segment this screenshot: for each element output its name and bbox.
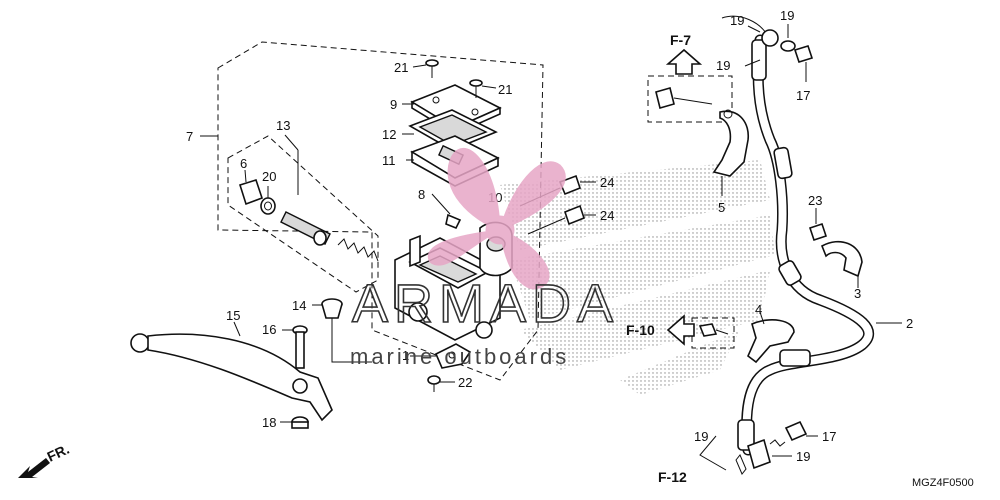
callout-16: 16 [262, 322, 276, 337]
watermark-tagline: marine outboards [350, 344, 569, 369]
circlip[interactable] [260, 197, 276, 215]
callout-1: 1 [402, 348, 409, 363]
spring[interactable] [337, 238, 379, 262]
callout-19-top-left: 19 [730, 13, 744, 28]
callout-6: 6 [240, 156, 247, 171]
hose-guide[interactable] [820, 240, 863, 278]
watermark-brand: ARMADA [352, 274, 619, 334]
hose-clamp[interactable] [712, 109, 749, 177]
watermark: ARMADA marine outboards [350, 148, 619, 369]
callout-19-lower-left: 19 [694, 429, 708, 444]
clamp-bolt[interactable] [655, 87, 713, 109]
guide-bolt[interactable] [808, 222, 828, 242]
joint-bolt[interactable] [698, 323, 729, 337]
callout-13: 13 [276, 118, 290, 133]
front-label: FR. [45, 441, 72, 465]
callout-17-bottom: 17 [822, 429, 836, 444]
brake-hose[interactable] [737, 34, 874, 456]
diagram-code: MGZ4F0500 [912, 477, 974, 489]
callout-3: 3 [854, 286, 861, 301]
banjo-fitting-top[interactable] [761, 29, 796, 52]
callout-22: 22 [458, 375, 472, 390]
callout-11: 11 [382, 153, 396, 168]
callout-20: 20 [262, 169, 276, 184]
callout-12: 12 [382, 127, 396, 142]
arrow-left-f10 [666, 314, 695, 346]
callout-14: 14 [292, 298, 306, 313]
retaining-clip[interactable] [445, 213, 462, 230]
piston[interactable] [280, 211, 331, 246]
callout-2: 2 [906, 316, 913, 331]
callout-19-bottom: 19 [796, 449, 810, 464]
joint-bolt-box [691, 317, 735, 349]
ref-f10: F-10 [626, 322, 655, 338]
ref-f12: F-12 [658, 469, 687, 485]
boot[interactable] [238, 179, 264, 206]
callout-21-right: 21 [498, 82, 512, 97]
banjo-bolt-top[interactable] [793, 45, 814, 82]
watermark-propeller-icon [427, 148, 566, 290]
clamp-bolt-box [647, 75, 733, 123]
cap-screw-left[interactable] [425, 59, 439, 78]
callout-19-mid: 19 [716, 58, 730, 73]
banjo-bolt-bottom[interactable] [769, 420, 808, 447]
callout-17-top: 17 [796, 88, 810, 103]
arrow-up-f7 [665, 48, 703, 75]
callout-4: 4 [755, 302, 762, 317]
callout-7: 7 [186, 129, 193, 144]
banjo-fitting-bottom[interactable] [747, 438, 771, 470]
sealing-washer-bottom[interactable] [735, 454, 747, 475]
callout-23: 23 [808, 193, 822, 208]
callout-8: 8 [418, 187, 425, 202]
callout-15: 15 [226, 308, 240, 323]
callout-21-left: 21 [394, 60, 408, 75]
ref-f7: F-7 [670, 32, 691, 48]
switch-screw[interactable] [427, 375, 441, 392]
callout-24-lower: 24 [600, 208, 614, 223]
front-arrow-icon [18, 458, 50, 478]
callout-19-top-right: 19 [780, 8, 794, 23]
three-way-joint[interactable] [747, 319, 795, 364]
pivot-bolt[interactable] [292, 325, 308, 369]
callout-9: 9 [390, 97, 397, 112]
master-cylinder-assembly-outline [217, 41, 544, 381]
cap-screw-right[interactable] [469, 79, 483, 98]
lever-nut[interactable] [291, 416, 309, 429]
brake-light-switch[interactable] [434, 343, 472, 369]
callout-5: 5 [718, 200, 725, 215]
holder-bolt-lower[interactable] [527, 204, 585, 235]
brake-lever[interactable] [130, 333, 333, 422]
piston-kit-outline [227, 135, 379, 293]
callout-18: 18 [262, 415, 276, 430]
callout-24-upper: 24 [600, 175, 614, 190]
pivot-nut-cap[interactable] [321, 298, 343, 319]
